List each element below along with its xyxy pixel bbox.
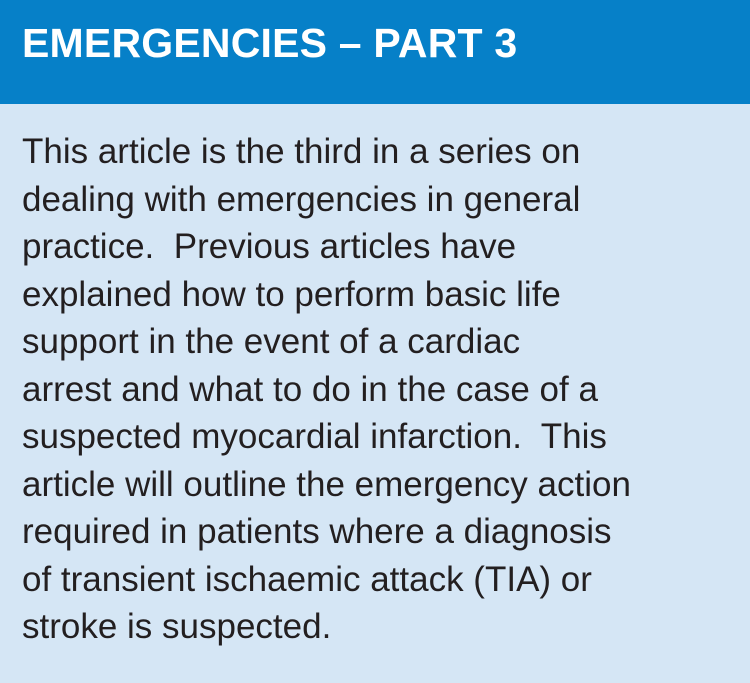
body-text-line: arrest and what to do in the case of a [22, 369, 598, 409]
body-text-line: This article is the third in a series on [22, 132, 581, 171]
body-text-line: explained how to perform basic life [22, 274, 561, 314]
body-text-line: required in patients where a diagnosis [22, 512, 612, 551]
body-text-line: suspected myocardial infarction. This [22, 417, 607, 456]
body-text-line: practice. Previous articles have [22, 227, 517, 266]
box-header: EMERGENCIES – PART 3 [0, 0, 750, 104]
body-text-line: support in the event of a cardiac [22, 322, 521, 361]
box-title: EMERGENCIES – PART 3 [22, 20, 518, 66]
body-text-line: dealing with emergencies in general [22, 179, 581, 219]
body-text-line: stroke is suspected. [22, 607, 332, 646]
box-body: This article is the third in a series on… [22, 132, 631, 646]
body-text-line: of transient ischaemic attack (TIA) or [22, 559, 592, 599]
body-text-line: article will outline the emergency actio… [22, 464, 631, 504]
